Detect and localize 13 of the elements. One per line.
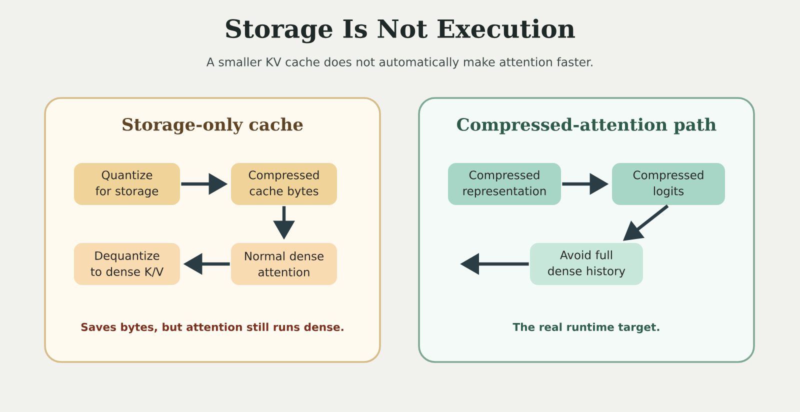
process-box: Dequantize to dense K/V (74, 243, 180, 285)
subtitle: A smaller KV cache does not automatically make attention faster. (206, 57, 592, 69)
panel-caption: The real runtime target. (512, 322, 660, 334)
process-box: Quantize for storage (74, 163, 180, 205)
process-box: Normal dense attention (231, 243, 337, 285)
title: Storage Is Not Execution (226, 18, 575, 44)
panel-caption: Saves bytes, but attention still runs dense. (81, 322, 344, 334)
panel-heading: Storage-only cache (122, 118, 303, 134)
panel-heading: Compressed-attention path (457, 118, 716, 134)
process-box: Avoid full dense history (530, 243, 643, 285)
process-box: Compressed representation (448, 163, 561, 205)
process-box: Compressed logits (612, 163, 725, 205)
process-box: Compressed cache bytes (231, 163, 337, 205)
